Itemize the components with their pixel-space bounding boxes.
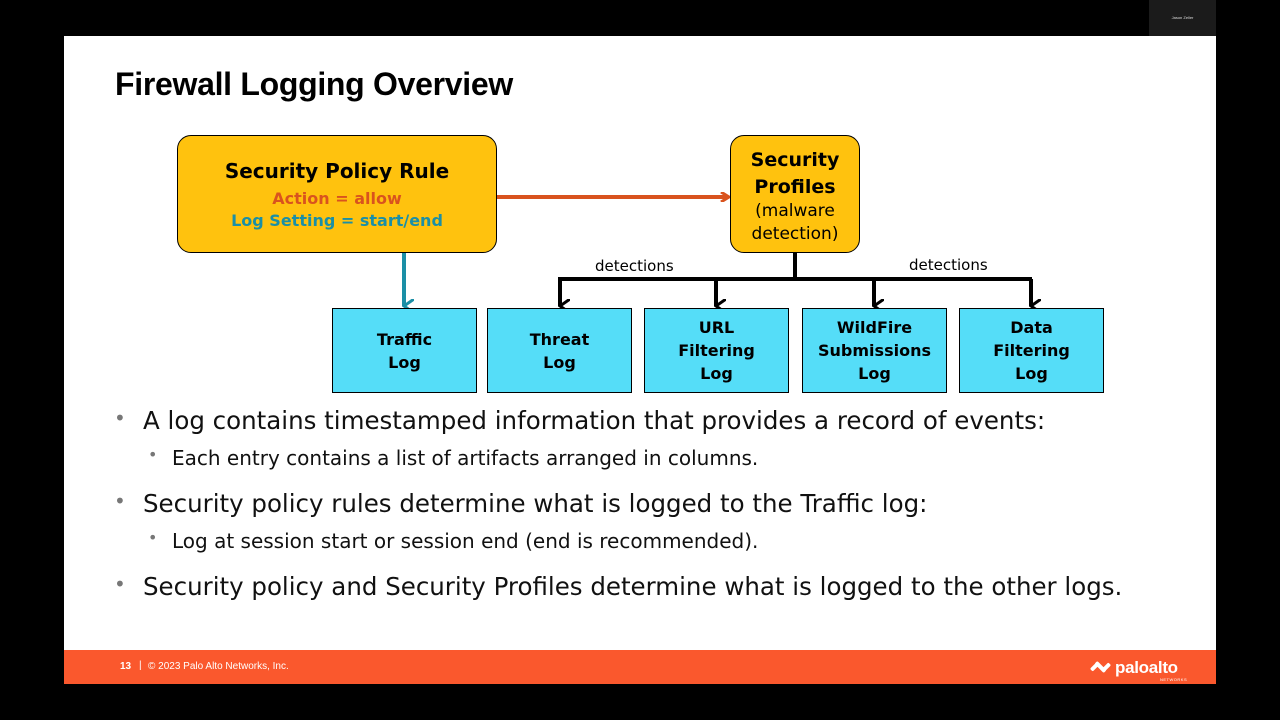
log-label-line: Filtering — [993, 341, 1070, 360]
logo-wordmark: paloalto — [1115, 658, 1178, 677]
slide: Firewall Logging Overview Security Polic… — [64, 36, 1216, 684]
policy-heading: Security Policy Rule — [224, 159, 450, 183]
bullet-item: A log contains timestamped information t… — [114, 406, 1194, 446]
bullet-list: A log contains timestamped information t… — [114, 406, 1194, 612]
log-label-line: Log — [858, 364, 891, 383]
footer-separator: | — [139, 660, 142, 671]
slide-title: Firewall Logging Overview — [115, 66, 513, 102]
paloalto-mark-icon — [1090, 661, 1111, 673]
sub-bullet-item: Each entry contains a list of artifacts … — [114, 445, 1194, 489]
profiles-subtext-line: (malware — [755, 201, 835, 221]
profiles-heading: Security Profiles — [731, 147, 859, 201]
slide-footer: 13 | © 2023 Palo Alto Networks, Inc. pal… — [64, 650, 1216, 684]
page-number: 13 — [120, 661, 132, 672]
log-label-line: Traffic — [376, 329, 433, 349]
log-label-line: Log — [543, 352, 576, 372]
log-label-line: Threat — [529, 329, 590, 349]
detections-label-left: detections — [595, 257, 674, 275]
bullet-item: Security policy and Security Profiles de… — [114, 572, 1194, 612]
log-label-line: WildFire — [836, 318, 913, 337]
profiles-subtext: (malware detection) — [731, 200, 859, 246]
policy-action: Action = allow — [272, 189, 402, 208]
logo-subtext: NETWORKS — [1160, 677, 1188, 682]
bullet-item: Security policy rules determine what is … — [114, 489, 1194, 529]
security-policy-rule-box: Security Policy Rule Action = allow Log … — [177, 135, 497, 253]
profiles-subtext-line: detection) — [751, 224, 839, 244]
security-profiles-box: Security Profiles (malware detection) — [730, 135, 860, 253]
profiles-heading-line: Profiles — [754, 176, 836, 198]
log-label-line: URL — [698, 318, 735, 337]
log-label-line: Filtering — [678, 341, 755, 360]
log-label-line: Log — [1015, 364, 1048, 383]
copyright-text: © 2023 Palo Alto Networks, Inc. — [148, 661, 289, 672]
participant-name: Jason Zeller — [1171, 15, 1194, 20]
profiles-heading-line: Security — [750, 149, 840, 171]
log-label-line: Data — [1010, 318, 1053, 337]
sub-bullet-item: Log at session start or session end (end… — [114, 528, 1194, 572]
log-label-line: Submissions — [818, 341, 931, 360]
log-label-line: Log — [388, 352, 421, 372]
log-label-line: Log — [700, 364, 733, 383]
policy-log-setting: Log Setting = start/end — [231, 211, 443, 230]
detections-label-right: detections — [909, 256, 988, 274]
